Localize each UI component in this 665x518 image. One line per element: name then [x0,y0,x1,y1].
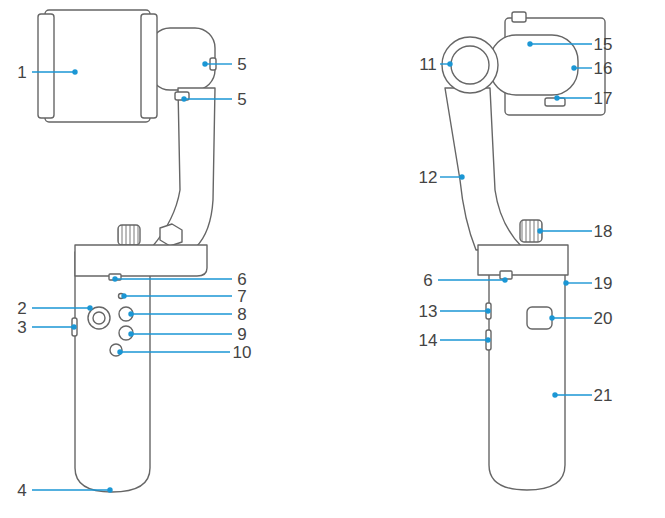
callout-number: 16 [594,60,613,77]
tilt-motor [442,37,498,93]
side-button [72,318,77,336]
zoom-switch [486,330,491,350]
roll-motor [150,28,215,90]
callout-number: 7 [237,288,246,305]
callout-number: 19 [594,275,613,292]
handle-head [75,245,207,276]
callout-number: 6 [237,271,246,288]
callout-number: 10 [233,344,252,361]
handle [75,252,150,492]
button [119,307,133,321]
callout-number: 11 [419,56,437,73]
button [110,344,122,356]
callout-number: 3 [17,319,26,336]
joystick-cap [93,312,105,324]
clamp-jaw [141,14,157,118]
extension-arm [152,88,215,247]
callout-number: 2 [17,300,26,317]
callout-number: 12 [419,169,438,186]
leader-lines [32,42,592,492]
trigger [527,307,552,329]
callout-number: 9 [237,326,246,343]
callout-number: 8 [237,306,246,323]
hex-nut [160,224,182,246]
tilt-motor-cap [451,46,489,84]
callout-number: 20 [594,310,613,327]
knob [520,220,542,242]
callout-number: 17 [594,90,613,107]
clamp-tab [512,12,526,22]
knob [118,225,140,245]
callout-number: 6 [423,272,432,289]
callout-number: 1 [17,64,26,81]
callout-number: 15 [594,36,613,53]
extension-arm [445,88,522,250]
clamp-jaw [38,14,54,118]
button [119,326,133,340]
joystick [88,307,110,329]
handle-head [478,245,568,275]
callout-number: 21 [594,387,613,404]
callout-number: 5 [237,56,246,73]
callout-number: 5 [237,91,246,108]
phone-clamp [45,10,150,122]
callout-number: 18 [594,223,613,240]
callout-number: 14 [419,332,438,349]
handle [489,270,565,490]
side-button [486,303,491,319]
callout-number: 13 [419,303,438,320]
callout-number: 4 [17,482,26,499]
